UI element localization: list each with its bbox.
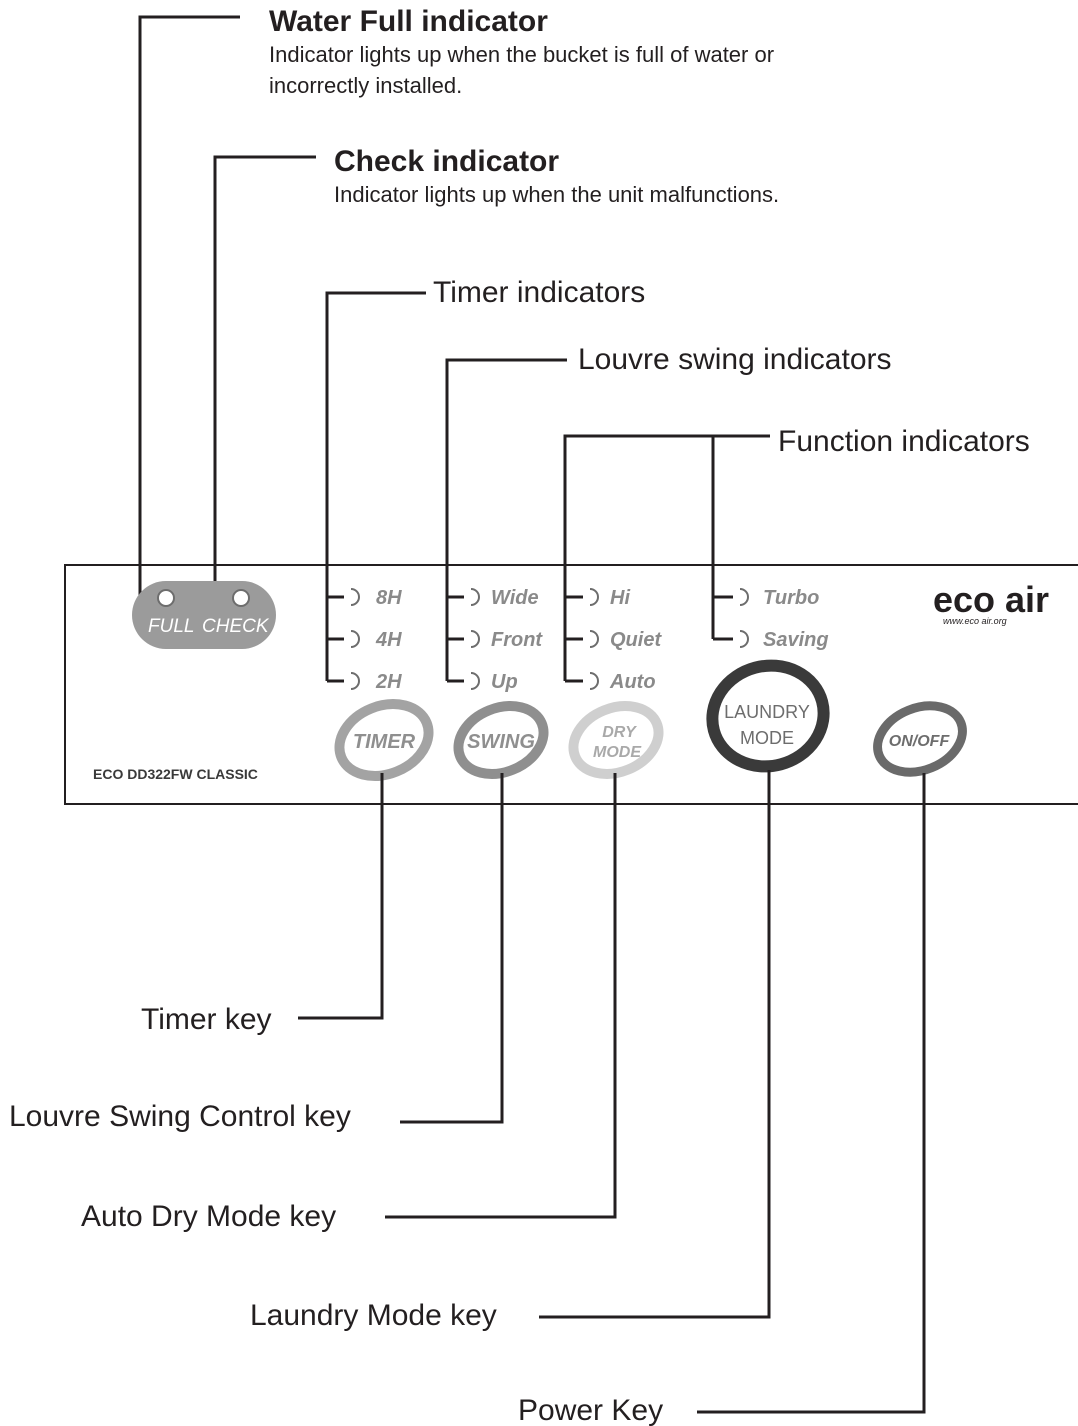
func-turbo-led: [739, 588, 749, 606]
swing-wide-led: [470, 588, 480, 606]
laundry-key-callout: Laundry Mode key: [250, 1299, 497, 1332]
timer-indicator-group: 8H 4H 2H: [350, 587, 402, 693]
check-title: Check indicator: [334, 145, 559, 178]
laundry-mode-button[interactable]: LAUNDRY MODE: [701, 653, 835, 779]
water-full-desc-line2: incorrectly installed.: [269, 73, 462, 98]
swing-key-label: SWING: [467, 731, 535, 753]
check-leader: [213, 155, 316, 600]
power-key-leader: [697, 773, 926, 1414]
swing-wide-label: Wide: [491, 587, 539, 609]
function-indicators-label: Function indicators: [778, 425, 1030, 458]
control-panel-outline: [64, 564, 1078, 805]
func-turbo-label: Turbo: [763, 587, 819, 609]
power-key-callout: Power Key: [518, 1394, 663, 1426]
laundry-key-leader: [539, 770, 771, 1319]
func-quiet-led: [589, 630, 599, 648]
dry-mode-button[interactable]: DRY MODE: [563, 694, 669, 786]
timer-2h-label: 2H: [375, 671, 402, 693]
timer-4h-led: [350, 630, 360, 648]
laundry-key-label-1: LAUNDRY: [724, 702, 810, 722]
timer-key-leader: [298, 773, 384, 1020]
check-label: CHECK: [202, 616, 270, 637]
func-auto-led: [589, 672, 599, 690]
water-full-title: Water Full indicator: [269, 5, 548, 38]
check-desc: Indicator lights up when the unit malfun…: [334, 182, 779, 207]
function-indicator-group-1: Hi Quiet Auto: [589, 587, 662, 693]
function-indicators-leader: [563, 434, 770, 683]
on-off-key-label: ON/OFF: [889, 733, 951, 750]
func-saving-led: [739, 630, 749, 648]
timer-key-label: TIMER: [353, 731, 416, 753]
func-hi-label: Hi: [610, 587, 630, 609]
function-indicator-group-2: Turbo Saving: [739, 587, 829, 651]
water-full-leader: [138, 15, 240, 600]
swing-up-label: Up: [491, 671, 518, 693]
dry-key-leader: [385, 773, 617, 1219]
full-label: FULL: [148, 616, 194, 637]
water-full-desc-line1: Indicator lights up when the bucket is f…: [269, 42, 774, 67]
brand-wordmark: eco air: [933, 579, 1049, 620]
timer-key-callout: Timer key: [141, 1003, 272, 1036]
louvre-key-leader: [400, 773, 504, 1124]
timer-indicators-leader: [325, 291, 426, 683]
on-off-button[interactable]: ON/OFF: [868, 694, 973, 784]
swing-up-led: [470, 672, 480, 690]
swing-indicator-group: Wide Front Up: [470, 587, 543, 693]
dry-key-callout: Auto Dry Mode key: [81, 1200, 336, 1233]
func-saving-label: Saving: [763, 629, 829, 651]
check-led: [232, 589, 250, 607]
swing-front-label: Front: [491, 629, 543, 651]
timer-indicators-label: Timer indicators: [433, 276, 645, 309]
louvre-key-callout: Louvre Swing Control key: [9, 1100, 351, 1133]
brand-url: www.eco air.org: [943, 616, 1007, 626]
full-led: [157, 589, 175, 607]
eco-air-logo: eco air www.eco air.org: [933, 579, 1049, 626]
model-label: ECO DD322FW CLASSIC: [93, 766, 258, 782]
func-quiet-label: Quiet: [610, 629, 662, 651]
timer-2h-led: [350, 672, 360, 690]
timer-8h-label: 8H: [376, 587, 402, 609]
louvre-indicators-leader: [445, 358, 567, 683]
swing-front-led: [470, 630, 480, 648]
full-check-indicator-pill: FULL CHECK: [132, 581, 276, 649]
timer-button[interactable]: TIMER: [329, 691, 440, 789]
dry-key-label-1: DRY: [602, 724, 637, 741]
laundry-key-label-2: MODE: [740, 728, 794, 748]
func-hi-led: [589, 588, 599, 606]
louvre-indicators-label: Louvre swing indicators: [578, 343, 892, 376]
dry-key-label-2: MODE: [593, 744, 642, 761]
func-auto-label: Auto: [609, 671, 656, 693]
swing-button[interactable]: SWING: [448, 694, 554, 786]
timer-8h-led: [350, 588, 360, 606]
timer-4h-label: 4H: [375, 629, 402, 651]
